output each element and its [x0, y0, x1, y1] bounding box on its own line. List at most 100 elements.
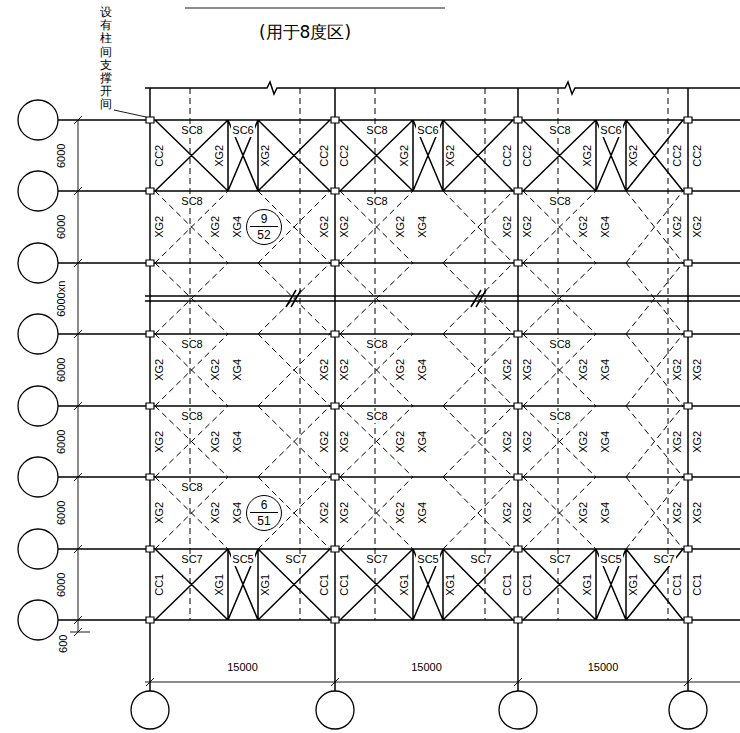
member-label: XG2 — [214, 143, 226, 167]
member-label: XG4 — [417, 215, 429, 239]
member-label: XG2 — [395, 501, 407, 525]
member-label: XG2 — [502, 429, 514, 453]
member-label: XG2 — [692, 501, 704, 525]
member-label: XG2 — [210, 501, 222, 525]
sheet-number: 51 — [247, 514, 281, 528]
callout-divider — [250, 512, 278, 513]
detail-callout: 651 — [246, 495, 282, 531]
member-label: SC7 — [365, 554, 388, 566]
member-label: XG2 — [672, 215, 684, 239]
dimension: 15000 — [587, 662, 620, 674]
member-label: XG2 — [395, 429, 407, 453]
member-label: SC8 — [365, 125, 388, 137]
member-label: XG2 — [502, 501, 514, 525]
detail-callout: 952 — [246, 209, 282, 245]
member-label: SC5 — [416, 554, 439, 566]
member-label: SC8 — [548, 411, 571, 423]
member-label: SC5 — [231, 554, 254, 566]
member-label: SC8 — [548, 125, 571, 137]
member-label: CC2 — [502, 143, 514, 167]
member-label: XG2 — [399, 143, 411, 167]
member-label: XG4 — [232, 358, 244, 382]
member-label: XG2 — [339, 358, 351, 382]
member-label: XG2 — [578, 501, 590, 525]
member-label: CC1 — [692, 572, 704, 596]
member-label: XG4 — [417, 501, 429, 525]
member-label: XG1 — [628, 572, 640, 596]
member-label: XG2 — [210, 358, 222, 382]
member-label: XG2 — [319, 215, 331, 239]
member-label: XG4 — [600, 358, 612, 382]
member-label: XG2 — [339, 215, 351, 239]
dimension: 6000xn — [56, 279, 68, 317]
member-label: XG2 — [672, 358, 684, 382]
member-label: XG2 — [522, 215, 534, 239]
axis-bubble — [18, 100, 707, 729]
member-label: CC2 — [672, 143, 684, 167]
member-label: XG2 — [522, 429, 534, 453]
member-label: CC1 — [339, 572, 351, 596]
member-label: XG2 — [260, 143, 272, 167]
member-label: SC6 — [416, 125, 439, 137]
brace-lines — [58, 82, 740, 691]
member-label: CC1 — [672, 572, 684, 596]
member-label: XG2 — [339, 429, 351, 453]
column-symbol — [146, 117, 692, 623]
member-label: SC6 — [599, 125, 622, 137]
member-label: SC7 — [652, 554, 675, 566]
member-label: SC7 — [548, 554, 571, 566]
member-label: XG2 — [445, 143, 457, 167]
dimension: 15000 — [410, 662, 443, 674]
purlin-dashed — [155, 88, 683, 620]
member-label: XG2 — [578, 215, 590, 239]
member-label: XG2 — [692, 215, 704, 239]
member-label: CC2 — [692, 143, 704, 167]
member-label: XG2 — [628, 143, 640, 167]
member-label: CC2 — [339, 143, 351, 167]
member-label: XG2 — [395, 215, 407, 239]
member-label: CC1 — [522, 572, 534, 596]
member-label: SC8 — [365, 339, 388, 351]
member-label: SC6 — [231, 125, 254, 137]
member-label: XG2 — [395, 358, 407, 382]
note-vertical: 设有柱间支撑开间 — [100, 6, 112, 112]
member-label: XG2 — [339, 501, 351, 525]
member-label: XG2 — [154, 501, 166, 525]
dimension: 600 — [58, 634, 70, 654]
member-label: XG1 — [214, 572, 226, 596]
member-label: XG4 — [417, 429, 429, 453]
member-label: XG4 — [232, 215, 244, 239]
member-label: XG2 — [578, 358, 590, 382]
dimension-lines — [70, 8, 740, 686]
dimension: 6000 — [56, 428, 68, 454]
subtitle: (用于8度区) — [259, 22, 351, 42]
member-label: XG2 — [582, 143, 594, 167]
member-label: SC8 — [180, 196, 203, 208]
member-label: XG2 — [692, 358, 704, 382]
member-label: XG2 — [522, 358, 534, 382]
member-label: CC2 — [522, 143, 534, 167]
member-label: SC7 — [469, 554, 492, 566]
member-label: XG1 — [582, 572, 594, 596]
member-label: XG2 — [319, 429, 331, 453]
dimension: 6000 — [56, 357, 68, 383]
member-label: XG2 — [210, 429, 222, 453]
member-label: XG2 — [502, 358, 514, 382]
member-label: XG4 — [417, 358, 429, 382]
dimension: 6000 — [56, 142, 68, 168]
member-label: SC5 — [599, 554, 622, 566]
member-label: CC2 — [154, 143, 166, 167]
member-label: CC2 — [319, 143, 331, 167]
member-label: XG2 — [692, 429, 704, 453]
member-label: XG4 — [600, 501, 612, 525]
dimension: 6000 — [56, 214, 68, 240]
dimension: 15000 — [226, 662, 259, 674]
member-label: SC8 — [180, 125, 203, 137]
member-label: SC8 — [180, 411, 203, 423]
member-label: XG4 — [600, 429, 612, 453]
member-label: XG1 — [445, 572, 457, 596]
member-label: SC7 — [180, 554, 203, 566]
detail-number: 9 — [247, 212, 281, 226]
member-label: XG2 — [319, 358, 331, 382]
member-label: XG2 — [319, 501, 331, 525]
